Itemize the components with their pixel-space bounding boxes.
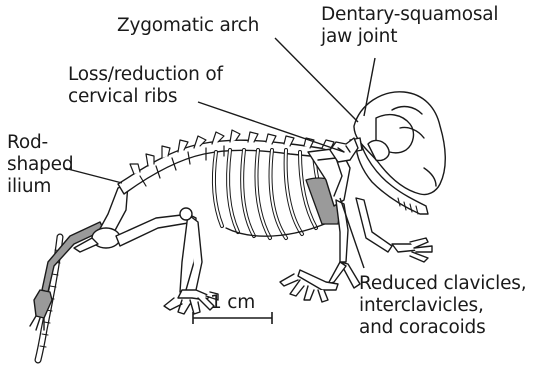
label-ilium: Rod- shaped ilium — [7, 132, 73, 198]
leader-zygomatic-arch — [275, 38, 358, 122]
label-jaw-joint: Dentary-squamosal jaw joint — [321, 4, 498, 48]
label-zygomatic-arch: Zygomatic arch — [117, 15, 259, 37]
label-cervical-ribs: Loss/reduction of cervical ribs — [68, 64, 223, 108]
skull — [350, 92, 445, 214]
scale-bar-label: 1 cm — [210, 292, 255, 314]
hind-limb-near — [116, 208, 218, 314]
label-clavicles: Reduced clavicles, interclavicles, and c… — [359, 273, 526, 339]
